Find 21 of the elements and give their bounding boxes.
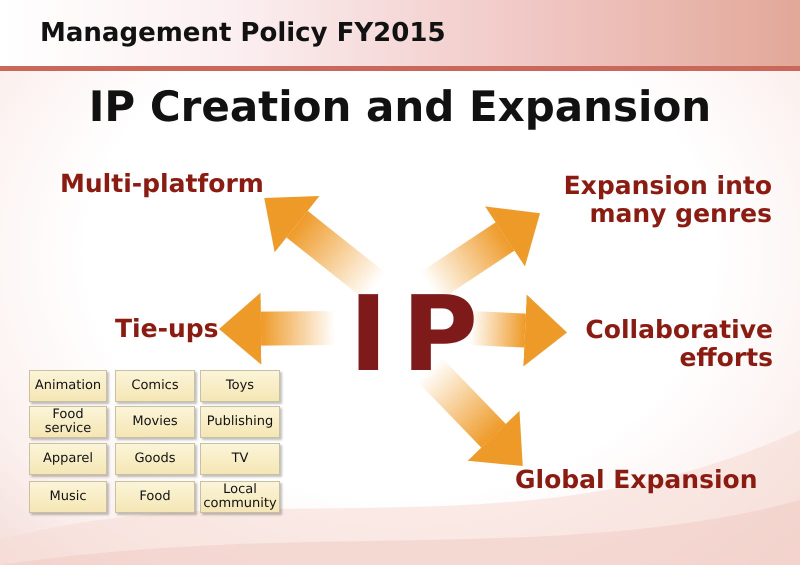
goal-label: Collaborative efforts (565, 316, 773, 371)
goal-label: Tie-ups (115, 315, 221, 342)
category-tile: Animation (29, 370, 107, 402)
category-tile: Food service (29, 406, 107, 438)
header-text: Management Policy FY2015 (40, 18, 446, 48)
goal-label: Multi-platform (60, 170, 275, 198)
title: IP Creation and Expansion (88, 82, 712, 131)
category-tile: Publishing (200, 406, 280, 438)
category-tile: Music (29, 481, 107, 513)
category-tile: TV (200, 443, 280, 475)
category-tile: Apparel (29, 443, 107, 475)
goal-label: Expansion into many genres (540, 172, 772, 227)
expansion-arrow (218, 292, 336, 365)
expansion-arrow (469, 294, 568, 367)
category-tile: Food (115, 481, 195, 513)
goal-label: Global Expansion (515, 466, 773, 494)
category-tile: Movies (115, 406, 195, 438)
category-tile: Toys (200, 370, 280, 402)
category-tile: Comics (115, 370, 195, 402)
category-tile: Local community (200, 481, 280, 513)
category-tile: Goods (115, 443, 195, 475)
